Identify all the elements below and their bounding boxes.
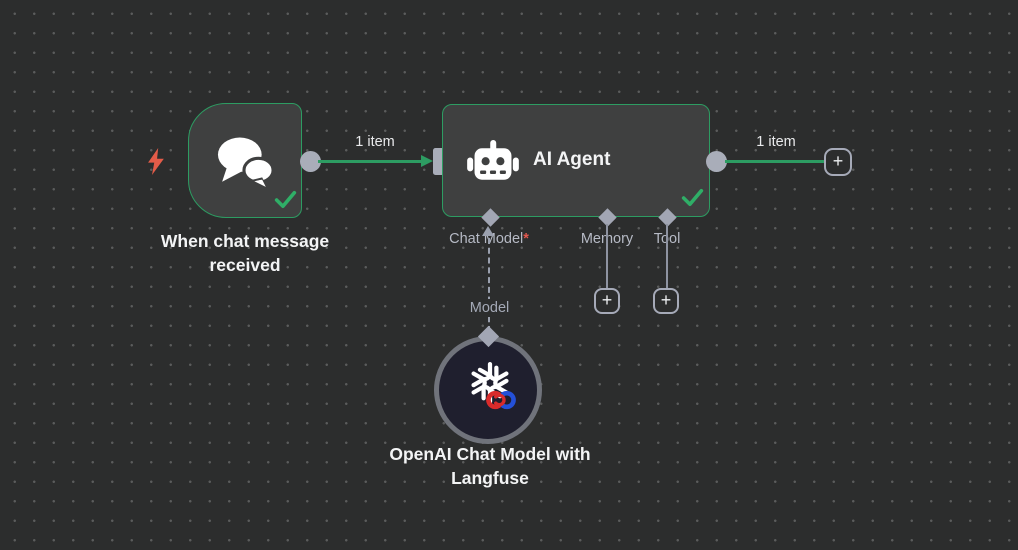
- add-next-node-button[interactable]: +: [824, 148, 852, 176]
- required-marker: *: [523, 231, 529, 247]
- agent-output-port[interactable]: [706, 151, 727, 172]
- trigger-output-port[interactable]: [300, 151, 321, 172]
- openai-logo-icon: [471, 361, 509, 405]
- model-node-label: OpenAI Chat Model with Langfuse: [389, 444, 591, 488]
- chat-model-port-label: Chat Model*: [434, 231, 544, 247]
- langfuse-logo-icon: [486, 390, 516, 410]
- add-memory-button[interactable]: +: [594, 288, 620, 314]
- agent-input-port[interactable]: [433, 148, 444, 175]
- node-when-chat-message-received[interactable]: [188, 103, 302, 218]
- success-check-icon: [681, 188, 704, 207]
- chat-model-connection-arrow-icon: [482, 226, 494, 236]
- node-ai-agent[interactable]: AI Agent: [442, 104, 710, 217]
- add-tool-button[interactable]: +: [653, 288, 679, 314]
- tool-stub-line: [666, 224, 668, 288]
- connection-model-to-agent[interactable]: [488, 238, 490, 332]
- agent-node-title: AI Agent: [533, 149, 611, 170]
- connection-trigger-to-agent[interactable]: [318, 160, 422, 163]
- chat-bubbles-icon: [217, 137, 275, 189]
- memory-stub-line: [606, 224, 608, 288]
- connection-items-label: 1 item: [756, 134, 796, 150]
- connection-items-label: 1 item: [355, 134, 395, 150]
- model-connection-label: Model: [459, 299, 520, 317]
- connection-agent-output[interactable]: [725, 160, 824, 163]
- success-check-icon: [274, 190, 297, 209]
- chat-model-label-text: Chat Model: [449, 231, 524, 247]
- robot-icon: [467, 140, 519, 180]
- connection-arrowhead-icon: [421, 154, 433, 167]
- trigger-node-label: When chat message received: [160, 231, 330, 275]
- zap-icon: [148, 148, 164, 175]
